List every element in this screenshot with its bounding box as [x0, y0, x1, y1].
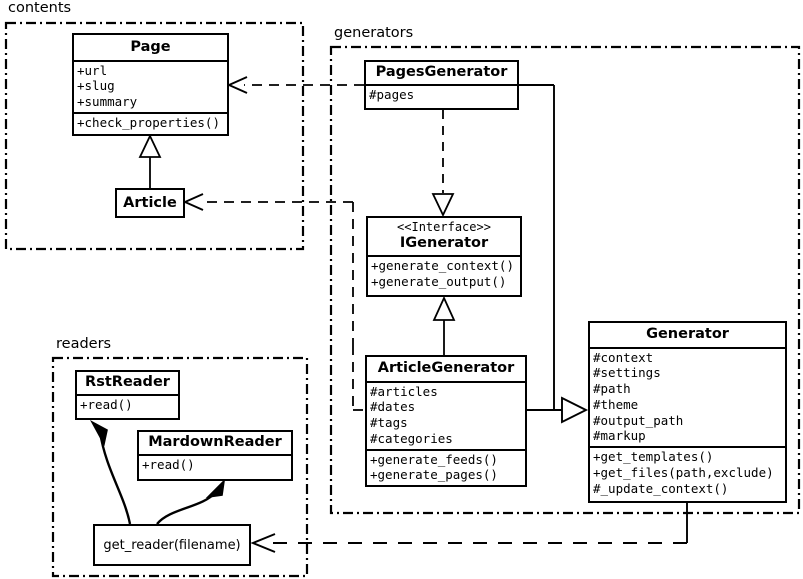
class-box-pagesgenerator[interactable]: PagesGenerator #pages — [364, 60, 519, 110]
class-box-mardownreader[interactable]: MardownReader +read() — [137, 430, 293, 481]
method-item: +generate_pages() — [370, 467, 498, 483]
class-title-mardownreader: MardownReader — [148, 434, 282, 450]
class-box-rstreader[interactable]: RstReader +read() — [75, 370, 180, 420]
attribute-item: #articles — [370, 383, 438, 399]
attribute-item: #settings — [593, 365, 661, 381]
class-methods-generator: +get_templates() +get_files(path,exclude… — [590, 446, 785, 498]
package-frame-contents — [4, 21, 305, 251]
method-item: +read() — [80, 396, 133, 412]
class-methods-mardownreader: +read() — [139, 453, 291, 475]
class-title-article: Article — [123, 194, 177, 211]
relation-getreader-creates-mardownreader — [156, 478, 226, 525]
relation-igenerator-depends-article — [182, 193, 365, 411]
class-box-page[interactable]: Page +url +slug +summary +check_properti… — [72, 33, 229, 136]
relation-articlegenerator-generalizes-igenerator — [432, 295, 456, 355]
attribute-item: +slug — [77, 78, 115, 94]
method-item: +get_files(path,exclude) — [593, 464, 774, 480]
attribute-item: #path — [593, 381, 631, 397]
attribute-item: #dates — [370, 399, 416, 415]
class-attributes-pagesgenerator: #pages — [366, 83, 517, 105]
class-methods-articlegenerator: +generate_feeds() +generate_pages() — [367, 448, 525, 486]
relation-pagesgenerator-depends-page — [226, 76, 364, 94]
class-methods-igenerator: +generate_context() +generate_output() — [368, 255, 520, 292]
method-item: +get_templates() — [593, 449, 714, 465]
relation-article-generalizes-page — [138, 133, 162, 188]
method-item: #_update_context() — [593, 480, 729, 496]
attribute-item: +summary — [77, 94, 138, 110]
method-item: +generate_feeds() — [370, 451, 498, 467]
class-box-articlegenerator[interactable]: ArticleGenerator #articles #dates #tags … — [365, 355, 527, 487]
class-methods-rstreader: +read() — [77, 393, 178, 415]
package-label-contents: contents — [5, 1, 75, 16]
attribute-item: #context — [593, 349, 654, 365]
method-item: +generate_context() — [371, 258, 514, 274]
class-attributes-generator: #context #settings #path #theme #output_… — [590, 346, 785, 447]
attribute-item: #output_path — [593, 412, 684, 428]
class-box-generator[interactable]: Generator #context #settings #path #them… — [588, 321, 787, 503]
attribute-item: #markup — [593, 428, 646, 444]
attribute-item: #tags — [370, 415, 408, 431]
class-title-rstreader: RstReader — [85, 374, 170, 390]
class-title-articlegenerator: ArticleGenerator — [377, 360, 515, 376]
method-item: +check_properties() — [77, 114, 220, 130]
method-item: +read() — [142, 456, 195, 472]
class-stereotype-igenerator: <<Interface>> — [397, 220, 491, 234]
class-methods-page: +check_properties() — [74, 111, 227, 133]
package-label-readers: readers — [53, 337, 115, 352]
relation-getreader-creates-rstreader — [90, 420, 132, 525]
package-frame-generators — [329, 45, 801, 515]
attribute-item: +url — [77, 62, 108, 78]
class-title-page: Page — [130, 39, 171, 55]
class-attributes-articlegenerator: #articles #dates #tags #categories — [367, 380, 525, 449]
function-label-get-reader: get_reader(filename) — [103, 537, 241, 553]
attribute-item: #pages — [369, 86, 415, 102]
package-label-generators: generators — [331, 26, 417, 41]
class-attributes-page: +url +slug +summary — [74, 59, 227, 112]
relation-generator-aggregates-pagesgenerator — [519, 84, 589, 424]
function-box-get-reader[interactable]: get_reader(filename) — [93, 524, 251, 566]
class-title-generator: Generator — [646, 326, 729, 342]
method-item: +generate_output() — [371, 274, 507, 290]
class-title-pagesgenerator: PagesGenerator — [375, 64, 508, 80]
class-box-article[interactable]: Article — [115, 188, 185, 218]
relation-generator-depends-getreader — [250, 503, 688, 553]
attribute-item: #theme — [593, 396, 639, 412]
class-title-igenerator: IGenerator — [399, 234, 489, 251]
class-box-igenerator[interactable]: <<Interface>> IGenerator +generate_conte… — [366, 216, 522, 297]
relation-pagesgenerator-realizes-igenerator — [431, 110, 455, 218]
package-frame-readers — [51, 356, 309, 578]
attribute-item: #categories — [370, 430, 453, 446]
